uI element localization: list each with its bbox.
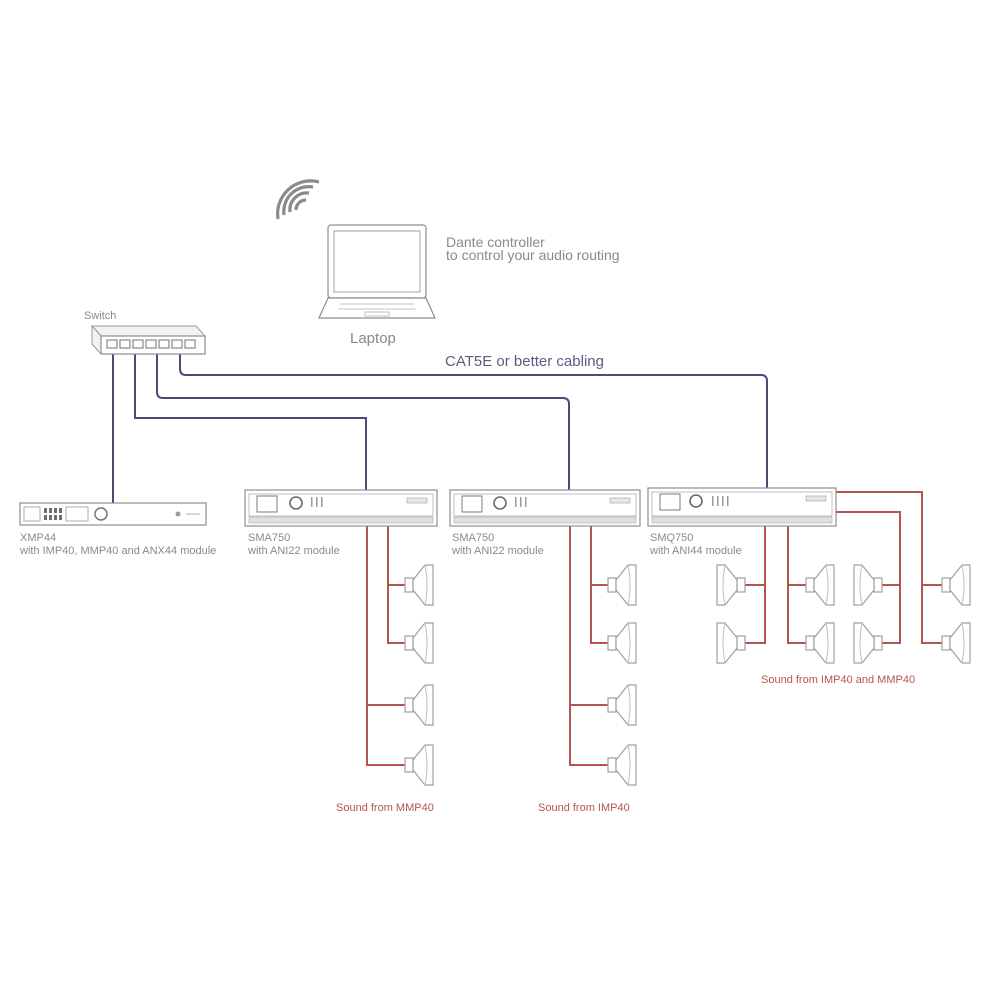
speaker-icon	[941, 622, 971, 664]
xmp44-device	[19, 502, 207, 526]
sma750-device-2	[449, 489, 641, 527]
speaker-icon	[853, 622, 883, 664]
device-name-sma750-1: SMA750	[248, 532, 290, 544]
speaker-icon	[607, 744, 637, 786]
device-description-sma750-2: with ANI22 module	[451, 545, 544, 557]
network-switch-icon	[90, 324, 207, 356]
speaker-icon	[853, 564, 883, 606]
laptop-icon	[318, 224, 436, 319]
smq750-device	[647, 487, 837, 527]
device-name-sma750-2: SMA750	[452, 532, 494, 544]
device-description-sma750-1: with ANI22 module	[247, 545, 340, 557]
sound-label-mmp40: Sound from MMP40	[336, 802, 434, 814]
sound-label-imp40-mmp40: Sound from IMP40 and MMP40	[761, 674, 915, 686]
switch-label: Switch	[84, 310, 116, 322]
device-name-smq750: SMQ750	[650, 532, 693, 544]
speaker-icon	[805, 564, 835, 606]
network-cables	[112, 349, 768, 503]
speaker-icon	[716, 564, 746, 606]
speaker-icon	[404, 622, 434, 664]
speaker-icon	[941, 564, 971, 606]
laptop-caption-line2: to control your audio routing	[446, 247, 620, 263]
speaker-icon	[404, 684, 434, 726]
speaker-icon	[404, 744, 434, 786]
wifi-icon	[276, 179, 320, 220]
speaker-cables	[366, 491, 942, 766]
speaker-icon	[607, 564, 637, 606]
cabling-label: CAT5E or better cabling	[445, 353, 604, 370]
device-name-xmp44: XMP44	[20, 532, 56, 544]
laptop-caption-line1: Dante controller	[446, 234, 545, 250]
speaker-icon	[404, 564, 434, 606]
speaker-icon	[716, 622, 746, 664]
device-description-smq750: with ANI44 module	[649, 545, 742, 557]
speaker-icon	[805, 622, 835, 664]
speaker-icon	[607, 684, 637, 726]
sma750-device-1	[244, 489, 438, 527]
laptop-label: Laptop	[350, 330, 396, 347]
device-description-xmp44: with IMP40, MMP40 and ANX44 module	[19, 545, 216, 557]
sound-label-imp40: Sound from IMP40	[538, 802, 630, 814]
speaker-icon	[607, 622, 637, 664]
